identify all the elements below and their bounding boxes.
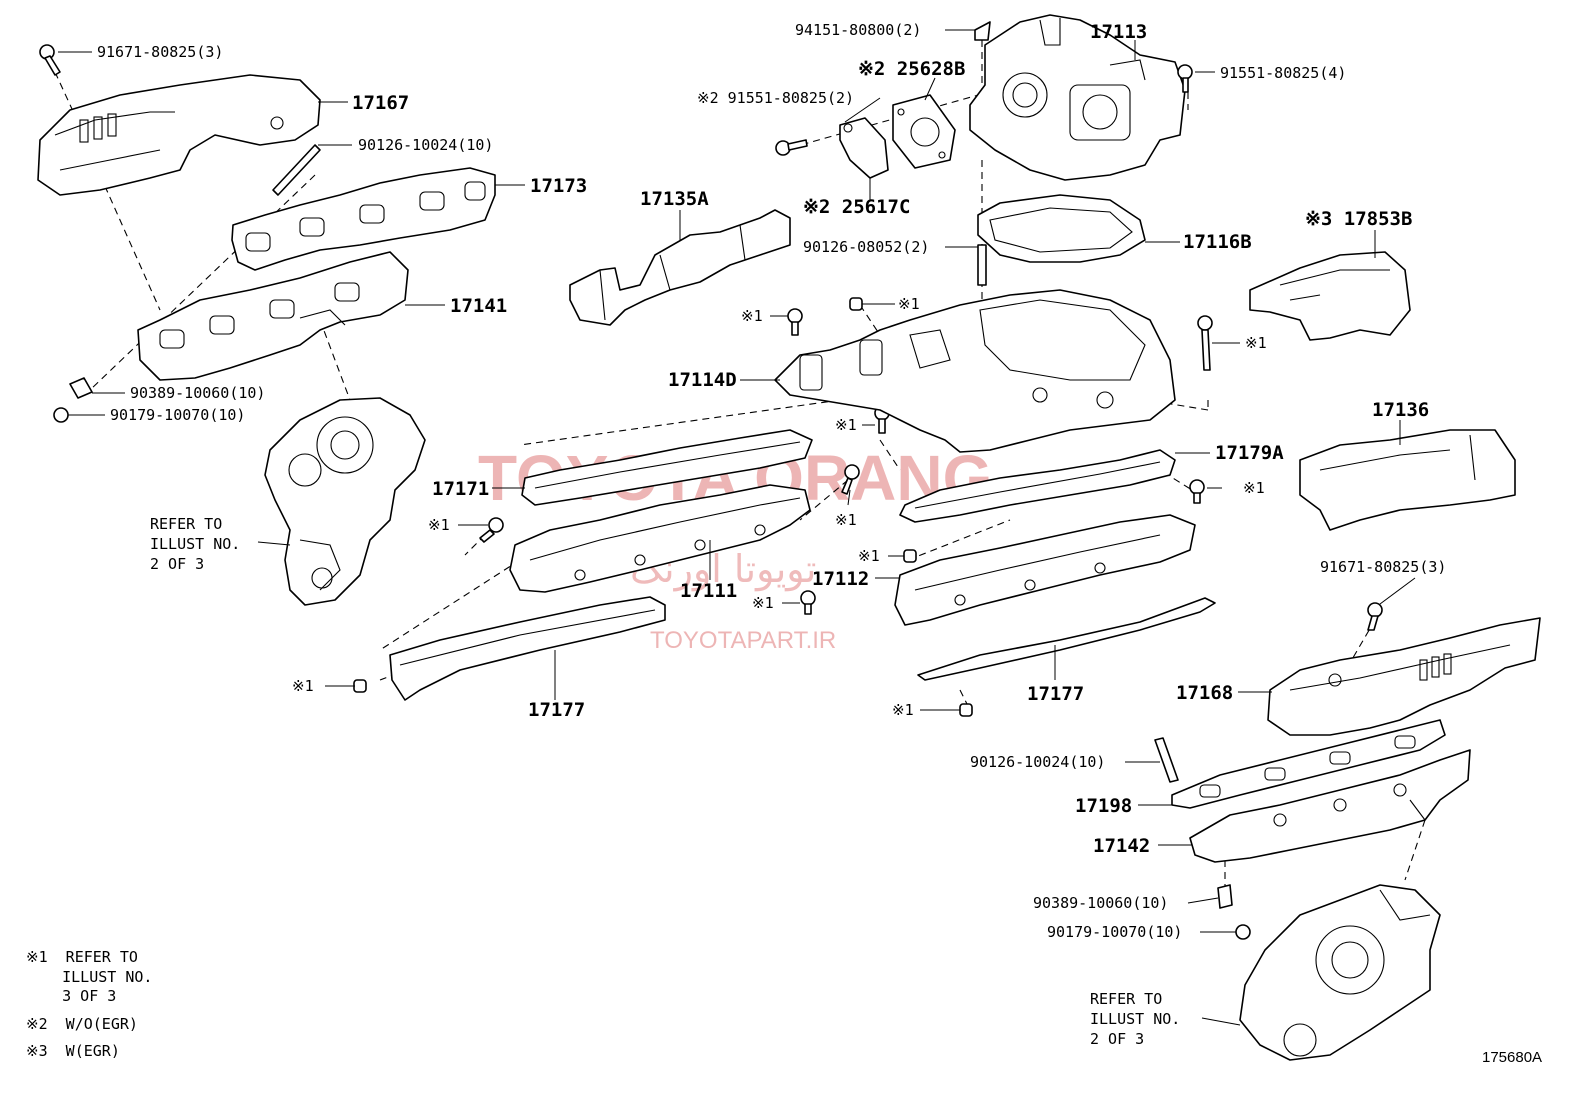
label-90126-10024-right[interactable]: 90126-10024(10) <box>970 753 1105 771</box>
heat-insulator-17168 <box>1267 617 1541 736</box>
label-ref1-d[interactable]: ※1 <box>835 416 857 434</box>
label-17173[interactable]: 17173 <box>530 175 587 197</box>
label-17116b[interactable]: 17116B <box>1183 231 1252 253</box>
heat-insulator-17136 <box>1299 429 1516 531</box>
label-17853b[interactable]: ※3 17853B <box>1305 208 1412 230</box>
label-91551-80825-right[interactable]: 91551-80825(4) <box>1220 64 1346 82</box>
egr-gasket-25628b <box>892 94 956 169</box>
label-17171[interactable]: 17171 <box>432 478 489 500</box>
heat-insulator-17167 <box>37 74 321 196</box>
label-17177-right[interactable]: 17177 <box>1027 683 1084 705</box>
label-ref1-e[interactable]: ※1 <box>1243 479 1265 497</box>
intake-manifold-17111 <box>509 484 811 593</box>
refer-note-right: REFER TO ILLUST NO. 2 OF 3 <box>1090 990 1180 1048</box>
label-91671-80825-right[interactable]: 91671-80825(3) <box>1320 558 1446 576</box>
label-17179a[interactable]: 17179A <box>1215 442 1284 464</box>
label-17136[interactable]: 17136 <box>1372 399 1429 421</box>
label-17111[interactable]: 17111 <box>680 580 737 602</box>
small-fasteners <box>353 297 1205 717</box>
exhaust-manifold-17141 <box>137 251 409 381</box>
gasket-17171 <box>521 429 813 506</box>
gasket-17177-left <box>389 596 666 701</box>
gasket-17177-right <box>917 597 1216 681</box>
label-90126-10024-left[interactable]: 90126-10024(10) <box>358 136 493 154</box>
label-ref1-i[interactable]: ※1 <box>752 594 774 612</box>
label-ref1-h[interactable]: ※1 <box>858 547 880 565</box>
bolt-long-right <box>1197 315 1213 371</box>
label-ref1-b[interactable]: ※1 <box>898 295 920 313</box>
insulator-17135a <box>569 209 791 326</box>
gasket-17179a <box>899 449 1176 523</box>
heat-insulator-17853b <box>1249 251 1411 341</box>
egr-plate-25617c <box>839 117 889 179</box>
label-17112[interactable]: 17112 <box>812 568 869 590</box>
legend-note3: ※3 W(EGR) <box>26 1042 120 1060</box>
label-91671-80825-left[interactable]: 91671-80825(3) <box>97 43 223 61</box>
intake-manifold-17113 <box>969 14 1186 181</box>
label-ref1-k[interactable]: ※1 <box>892 701 914 719</box>
legend-note2: ※2 W/O(EGR) <box>26 1015 138 1033</box>
watermark-site: TOYOTAPART.IR <box>650 627 836 654</box>
refer-left-line1: REFER TO <box>150 515 222 533</box>
label-17198[interactable]: 17198 <box>1075 795 1132 817</box>
refer-right-line1: REFER TO <box>1090 990 1162 1008</box>
label-94151-80800[interactable]: 94151-80800(2) <box>795 21 921 39</box>
label-25617c[interactable]: ※2 25617C <box>803 196 910 218</box>
gasket-17116b <box>977 194 1146 263</box>
label-ref1-a[interactable]: ※1 <box>741 307 763 325</box>
label-17114d[interactable]: 17114D <box>668 369 737 391</box>
label-17142[interactable]: 17142 <box>1093 835 1150 857</box>
turbocharger-right <box>1239 884 1441 1061</box>
label-25628b[interactable]: ※2 25628B <box>858 58 965 80</box>
gasket-17198 <box>1171 719 1446 809</box>
legend-note1-line2: ILLUST NO. <box>26 968 152 986</box>
label-90179-10070-right[interactable]: 90179-10070(10) <box>1047 923 1182 941</box>
bolt-91551-left <box>775 139 808 156</box>
label-90126-08052[interactable]: 90126-08052(2) <box>803 238 929 256</box>
turbocharger-left <box>264 397 426 606</box>
refer-right-line2: ILLUST NO. <box>1090 1010 1180 1028</box>
refer-right-line3: 2 OF 3 <box>1090 1030 1144 1048</box>
nuts-left <box>39 44 93 423</box>
figure-code: 175680A <box>1482 1049 1542 1066</box>
bolt-91551-right <box>1177 64 1193 93</box>
refer-left-line3: 2 OF 3 <box>150 555 204 573</box>
label-17135a[interactable]: 17135A <box>640 188 709 210</box>
label-ref1-c[interactable]: ※1 <box>1245 334 1267 352</box>
label-17141[interactable]: 17141 <box>450 295 507 317</box>
intake-housing-17114d <box>774 289 1176 453</box>
legend-note1-line1: ※1 REFER TO <box>26 948 138 966</box>
label-91551-80825-left[interactable]: ※2 91551-80825(2) <box>697 89 854 107</box>
exhaust-gasket-17173 <box>231 167 496 271</box>
label-17177-left[interactable]: 17177 <box>528 699 585 721</box>
label-ref1-g[interactable]: ※1 <box>835 511 857 529</box>
stud-90126 <box>272 144 321 196</box>
refer-note-left: REFER TO ILLUST NO. 2 OF 3 <box>150 515 240 573</box>
exhaust-manifold-17142 <box>1189 749 1471 863</box>
stud-90126-08052 <box>977 244 987 286</box>
legend: ※1 REFER TO ILLUST NO. 3 OF 3 ※2 W/O(EGR… <box>26 948 152 1060</box>
label-ref1-f[interactable]: ※1 <box>428 516 450 534</box>
label-ref1-j[interactable]: ※1 <box>292 677 314 695</box>
refer-left-line2: ILLUST NO. <box>150 535 240 553</box>
label-90179-10070-left[interactable]: 90179-10070(10) <box>110 406 245 424</box>
intake-manifold-17112 <box>894 514 1196 626</box>
label-17167[interactable]: 17167 <box>352 92 409 114</box>
legend-note1-line3: 3 OF 3 <box>26 987 116 1005</box>
label-90389-10060-right[interactable]: 90389-10060(10) <box>1033 894 1168 912</box>
label-17168[interactable]: 17168 <box>1176 682 1233 704</box>
stud-90126-right <box>1154 737 1179 783</box>
label-90389-10060-left[interactable]: 90389-10060(10) <box>130 384 265 402</box>
leader-lines <box>58 29 1416 1026</box>
label-17113[interactable]: 17113 <box>1090 21 1147 43</box>
